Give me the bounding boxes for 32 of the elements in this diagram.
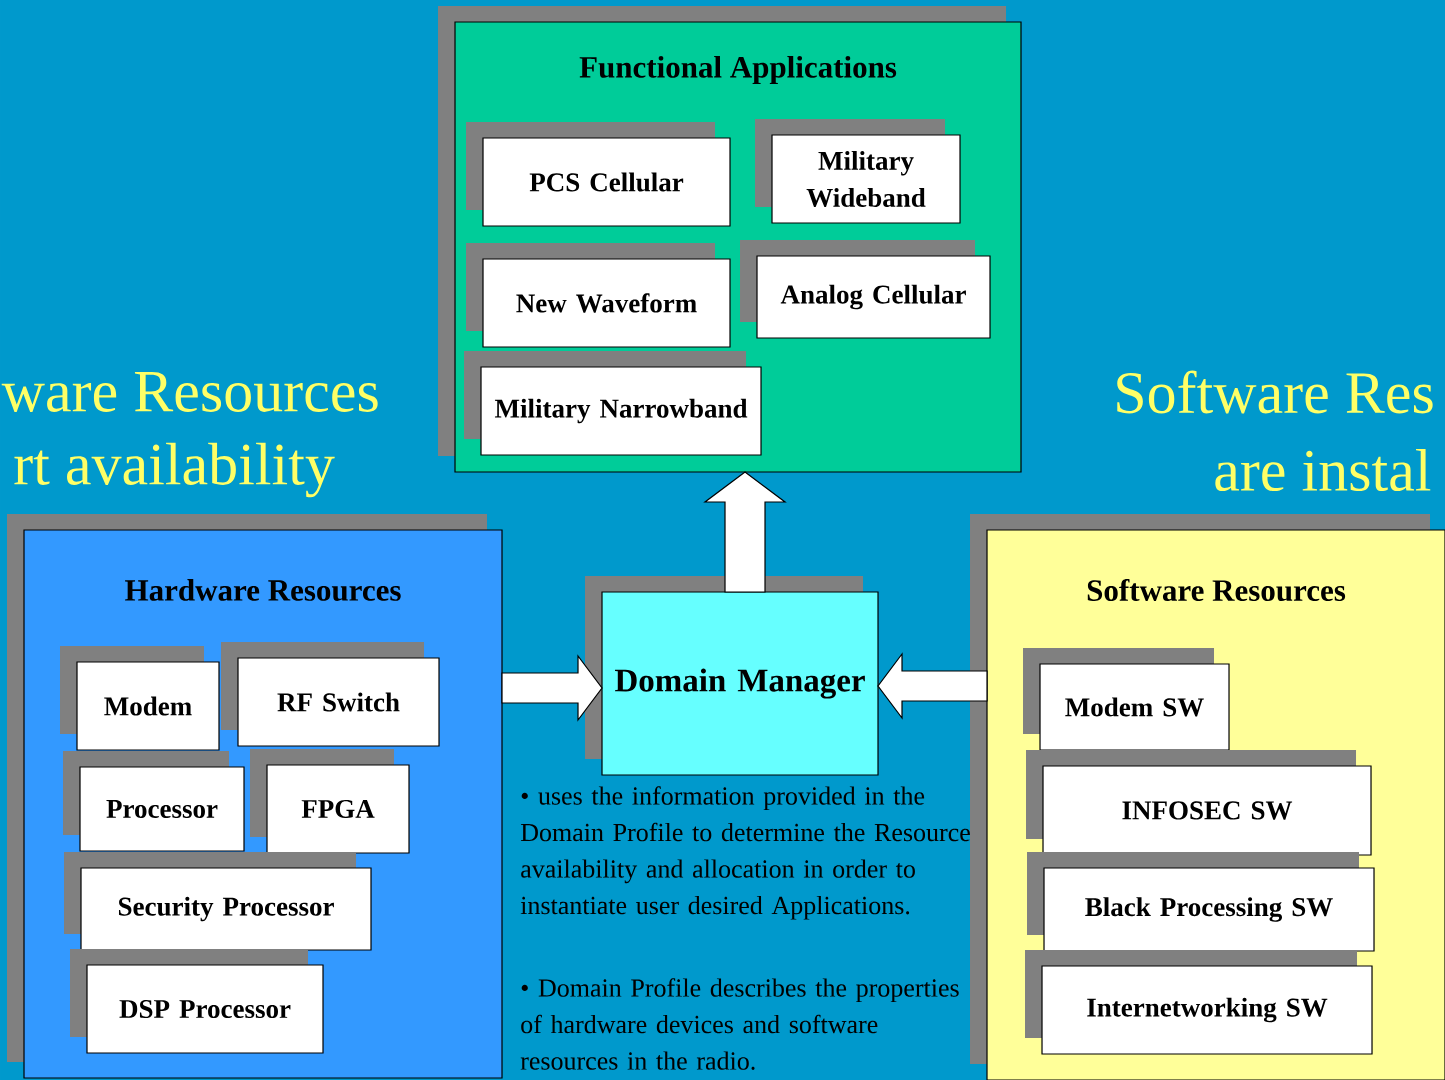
- process-box: Domain Manager: [585, 576, 879, 776]
- process-box: Processor: [63, 751, 245, 852]
- note-text: • Domain Profile describes the properties of hardware devices and software resources in the radio.: [520, 978, 959, 1070]
- process-box: Modem: [60, 646, 220, 751]
- node-label: FPGA: [301, 799, 375, 819]
- process-box: Internetworking SW: [1025, 950, 1373, 1055]
- process-box: DSP Processor: [70, 949, 324, 1054]
- process-box: Security Processor: [64, 852, 372, 951]
- block-arrow: [877, 652, 988, 720]
- node-label: Black Processing SW: [1085, 897, 1333, 922]
- process-box: Modem SW: [1023, 648, 1230, 751]
- process-box: New Waveform: [466, 243, 731, 348]
- block-arrow: [703, 471, 787, 593]
- node-label: Modem: [104, 696, 192, 716]
- node-label: INFOSEC SW: [1122, 801, 1293, 820]
- process-box: FPGA: [250, 749, 410, 854]
- process-box: Military Wideband: [755, 119, 961, 224]
- block-arrow: [501, 654, 603, 722]
- big-heading: Software Res: [1117, 370, 1433, 414]
- process-box: RF Switch: [221, 642, 440, 747]
- process-box: Black Processing SW: [1027, 852, 1375, 952]
- node-label: Processor: [106, 800, 218, 818]
- note-text: • uses the information provided in the Domain Profile to determine the Resource availability and allocation in order to instantiate user desired Applications.: [520, 786, 970, 920]
- big-heading: rt availability: [14, 442, 335, 498]
- process-box: Analog Cellular: [740, 240, 991, 339]
- big-heading: ware Resources: [1, 372, 378, 412]
- process-box: PCS Cellular: [466, 122, 731, 227]
- big-heading: are instal: [1215, 448, 1431, 492]
- node-label: Security Processor: [118, 896, 334, 922]
- process-box: INFOSEC SW: [1026, 750, 1372, 856]
- node-label: RF Switch: [277, 692, 400, 712]
- process-box: Military Narrowband: [464, 351, 762, 456]
